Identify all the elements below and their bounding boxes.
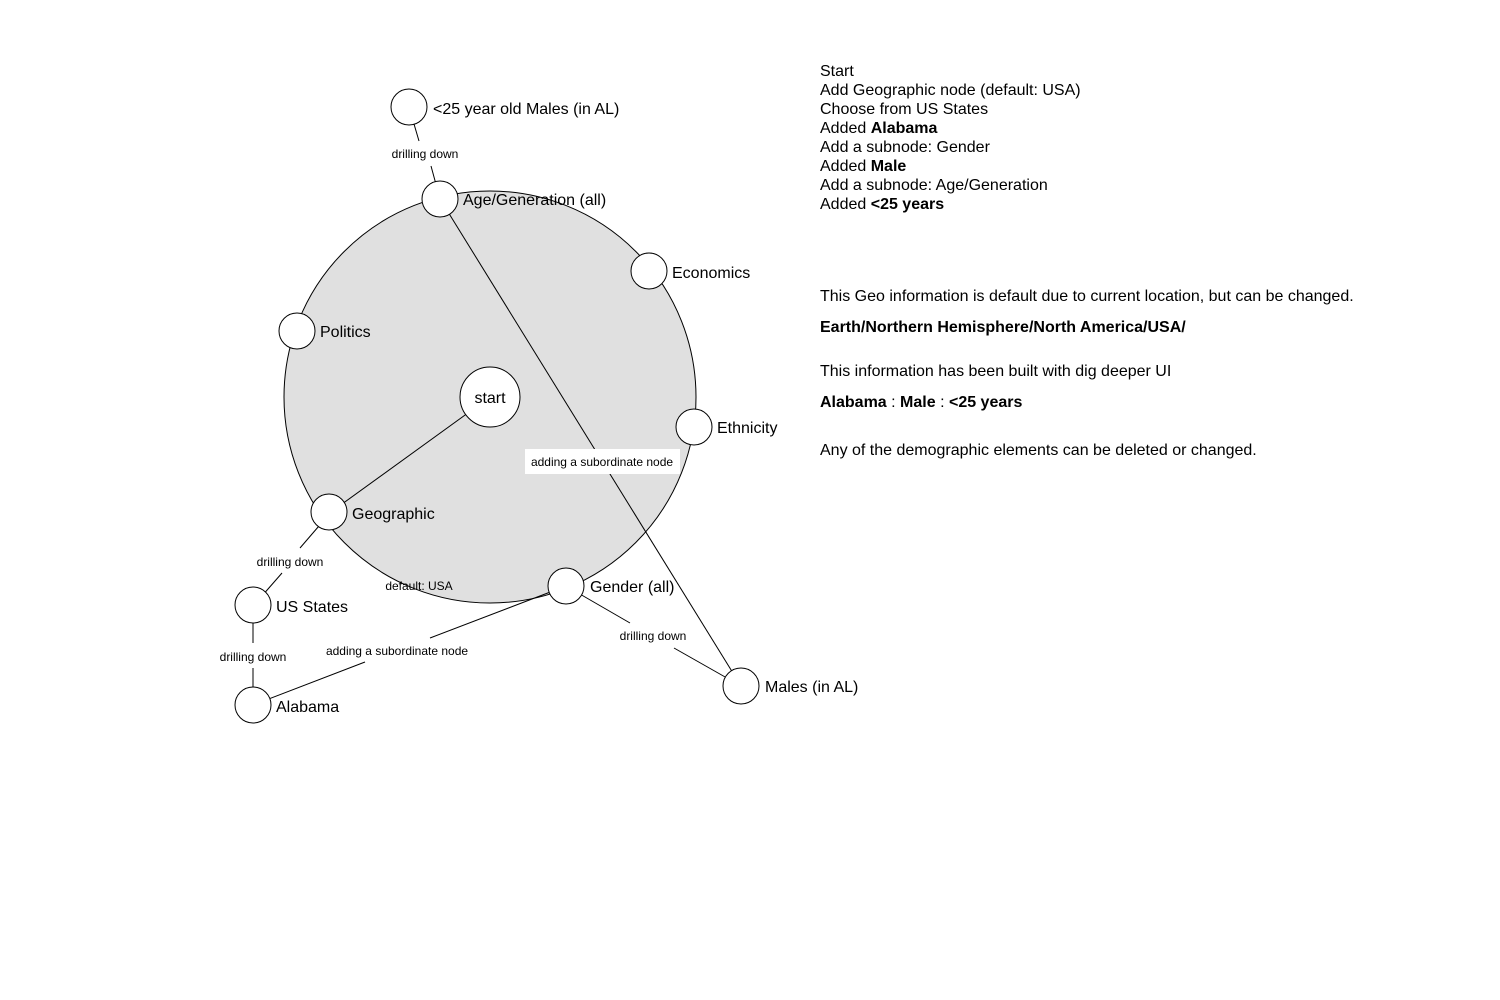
node-start[interactable] <box>459 366 521 428</box>
node-under25-males[interactable] <box>390 88 428 126</box>
node-geographic[interactable] <box>310 493 348 531</box>
node-males-al-label: Males (in AL) <box>765 679 858 696</box>
node-alabama-label: Alabama <box>276 699 339 716</box>
node-start-label: start <box>474 390 506 407</box>
built-path-separator: : <box>935 394 949 411</box>
node-gender-label: Gender (all) <box>590 579 674 596</box>
node-us-states-label: US States <box>276 599 348 616</box>
built-path-state: Alabama <box>820 394 887 411</box>
node-ethnicity-label: Ethnicity <box>717 420 777 437</box>
edge-label-drill-geo: drilling down <box>257 555 324 569</box>
edge-alabama-to-gender-lower <box>252 661 366 706</box>
geo-path-text: Earth/Northern Hemisphere/North America/… <box>820 319 1186 336</box>
step-add-age: Add a subnode: Age/Generation <box>820 177 1048 194</box>
built-path-text: Alabama : Male : <25 years <box>820 394 1022 412</box>
step-added-value: <25 years <box>870 196 945 213</box>
step-added-male: Added Male <box>820 157 1460 176</box>
step-choose-states: Choose from US States <box>820 101 989 118</box>
node-age-generation[interactable] <box>421 180 459 218</box>
step-added-prefix: Added <box>820 120 871 137</box>
edge-alabama-to-gender-upper <box>429 585 567 639</box>
step-added-value: Alabama <box>870 120 938 137</box>
node-under25-males-label: <25 year old Males (in AL) <box>433 101 619 118</box>
step-added-alabama: Added Alabama <box>820 119 1460 138</box>
node-ethnicity[interactable] <box>675 408 713 446</box>
edit-info-text: Any of the demographic elements can be d… <box>820 442 1257 459</box>
built-path-separator: : <box>886 394 901 411</box>
edge-label-subnode-gender: adding a subordinate node <box>326 644 468 658</box>
edge-label-subnode-age: adding a subordinate node <box>531 455 673 469</box>
edge-start-to-geographic <box>330 396 491 513</box>
step-added-value: Male <box>870 158 907 175</box>
built-path-age: <25 years <box>948 394 1023 411</box>
step-start: Start <box>820 63 854 80</box>
node-politics-label: Politics <box>320 324 371 341</box>
edge-label-drill-age: drilling down <box>392 147 459 161</box>
node-males-al[interactable] <box>722 667 760 705</box>
node-economics[interactable] <box>630 252 668 290</box>
step-added-under25: Added <25 years <box>820 195 1460 214</box>
edge-males-to-age <box>439 198 742 687</box>
node-geographic-label: Geographic <box>352 506 435 523</box>
edge-label-default-usa: default: USA <box>385 579 452 593</box>
node-politics[interactable] <box>278 312 316 350</box>
built-path-gender: Male <box>900 394 936 411</box>
step-added-prefix: Added <box>820 196 871 213</box>
steps-list: Start Add Geographic node (default: USA)… <box>820 62 1460 214</box>
built-info-text: This information has been built with dig… <box>820 363 1172 380</box>
node-us-states[interactable] <box>234 586 272 624</box>
step-added-prefix: Added <box>820 158 871 175</box>
geo-info-text: This Geo information is default due to c… <box>820 288 1354 305</box>
node-age-generation-label: Age/Generation (all) <box>463 192 606 209</box>
node-alabama[interactable] <box>234 686 272 724</box>
node-economics-label: Economics <box>672 265 750 282</box>
step-add-gender: Add a subnode: Gender <box>820 139 990 156</box>
step-add-geographic: Add Geographic node (default: USA) <box>820 82 1081 99</box>
edge-label-drill-gender: drilling down <box>620 629 687 643</box>
node-gender[interactable] <box>547 567 585 605</box>
edge-label-drill-states: drilling down <box>220 650 287 664</box>
edge-label-subnode-age-box <box>525 449 680 474</box>
